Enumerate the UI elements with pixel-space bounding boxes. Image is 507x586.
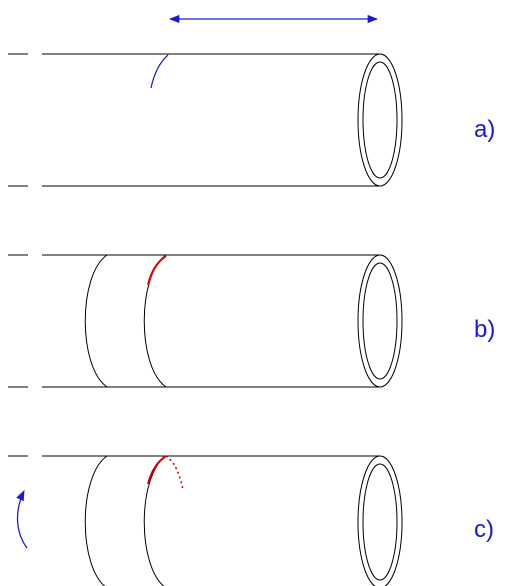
tube-end-outer-ring	[357, 53, 403, 187]
tube-end-outer-ring	[357, 455, 403, 586]
cut-band-left	[84, 254, 108, 388]
cut-band-right	[143, 455, 167, 586]
crack	[147, 455, 167, 485]
panel-label-c: c)	[474, 516, 494, 543]
tube-end-inner-ring	[362, 262, 398, 380]
tube-end-inner-ring	[362, 463, 398, 581]
panel-label-b: b)	[474, 316, 496, 343]
panel-c	[8, 455, 403, 586]
panel-b	[8, 254, 403, 388]
initial-crack	[150, 54, 169, 89]
rotation-arrow	[16, 490, 28, 549]
tube-end-outer-ring	[357, 254, 403, 388]
panel-a	[8, 14, 403, 187]
crack-extension	[165, 455, 184, 491]
cut-band-left	[84, 455, 108, 586]
crack	[147, 255, 167, 286]
cut-band-right	[143, 254, 167, 388]
tube-end-inner-ring	[362, 61, 398, 179]
panel-label-a: a)	[474, 116, 496, 143]
